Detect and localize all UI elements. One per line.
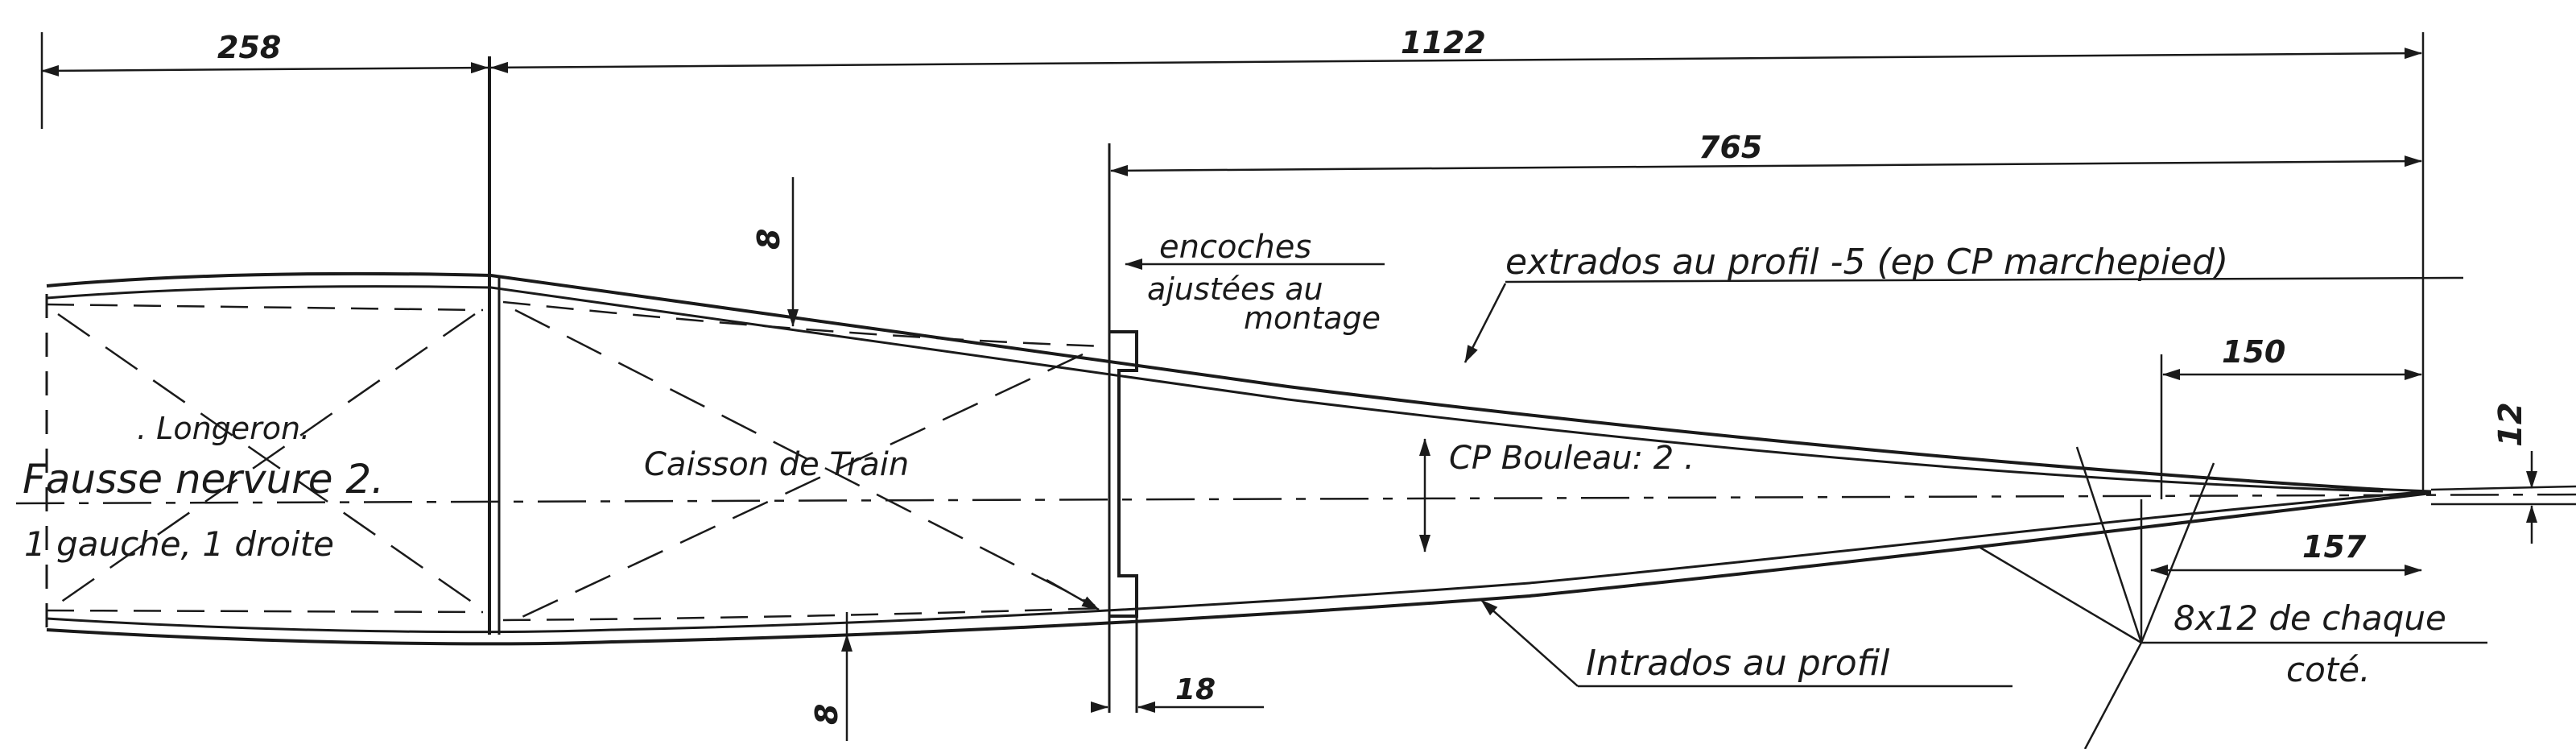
dim-8-bottom: 8	[809, 704, 844, 725]
label-caisson: Caisson de Train	[644, 446, 909, 483]
dim-258: 258	[217, 30, 281, 65]
dimension-lines	[40, 32, 2576, 741]
dim-150: 150	[2222, 334, 2285, 370]
label-montage: montage	[1244, 300, 1381, 336]
leader-lines	[1046, 276, 2487, 749]
label-section: 8x12 de chaque	[2174, 598, 2446, 638]
inner-dashed-lines	[15, 300, 2576, 622]
dim-1122: 1122	[1401, 25, 1486, 60]
label-fausse-nervure: Fausse nervure 2.	[23, 456, 384, 503]
label-intrados: Intrados au profil	[1586, 643, 1890, 684]
label-cp-bouleau: CP Bouleau: 2 .	[1449, 440, 1695, 477]
rib-outline	[46, 271, 2432, 646]
dim-765: 765	[1699, 130, 1762, 165]
dim-12: 12	[2492, 402, 2529, 447]
label-gauche-droite: 1 gauche, 1 droite	[24, 524, 334, 564]
label-extrados: extrados au profil -5 (ep CP marchepied)	[1505, 242, 2228, 283]
vertical-members	[45, 56, 1138, 713]
annotation-texts: encoches ajustées au montage extrados au…	[23, 229, 2446, 689]
label-encoches: encoches	[1159, 229, 1311, 266]
dim-157: 157	[2302, 529, 2367, 565]
dim-8-top: 8	[751, 229, 786, 250]
dimension-texts: 258 1122 765 8 150 12 157 18 8	[217, 25, 2529, 725]
label-longeron: . Longeron.	[137, 411, 310, 446]
dim-18: 18	[1175, 673, 1216, 706]
label-ajustees: ajustées au	[1147, 271, 1323, 307]
label-cote: coté.	[2286, 650, 2370, 689]
